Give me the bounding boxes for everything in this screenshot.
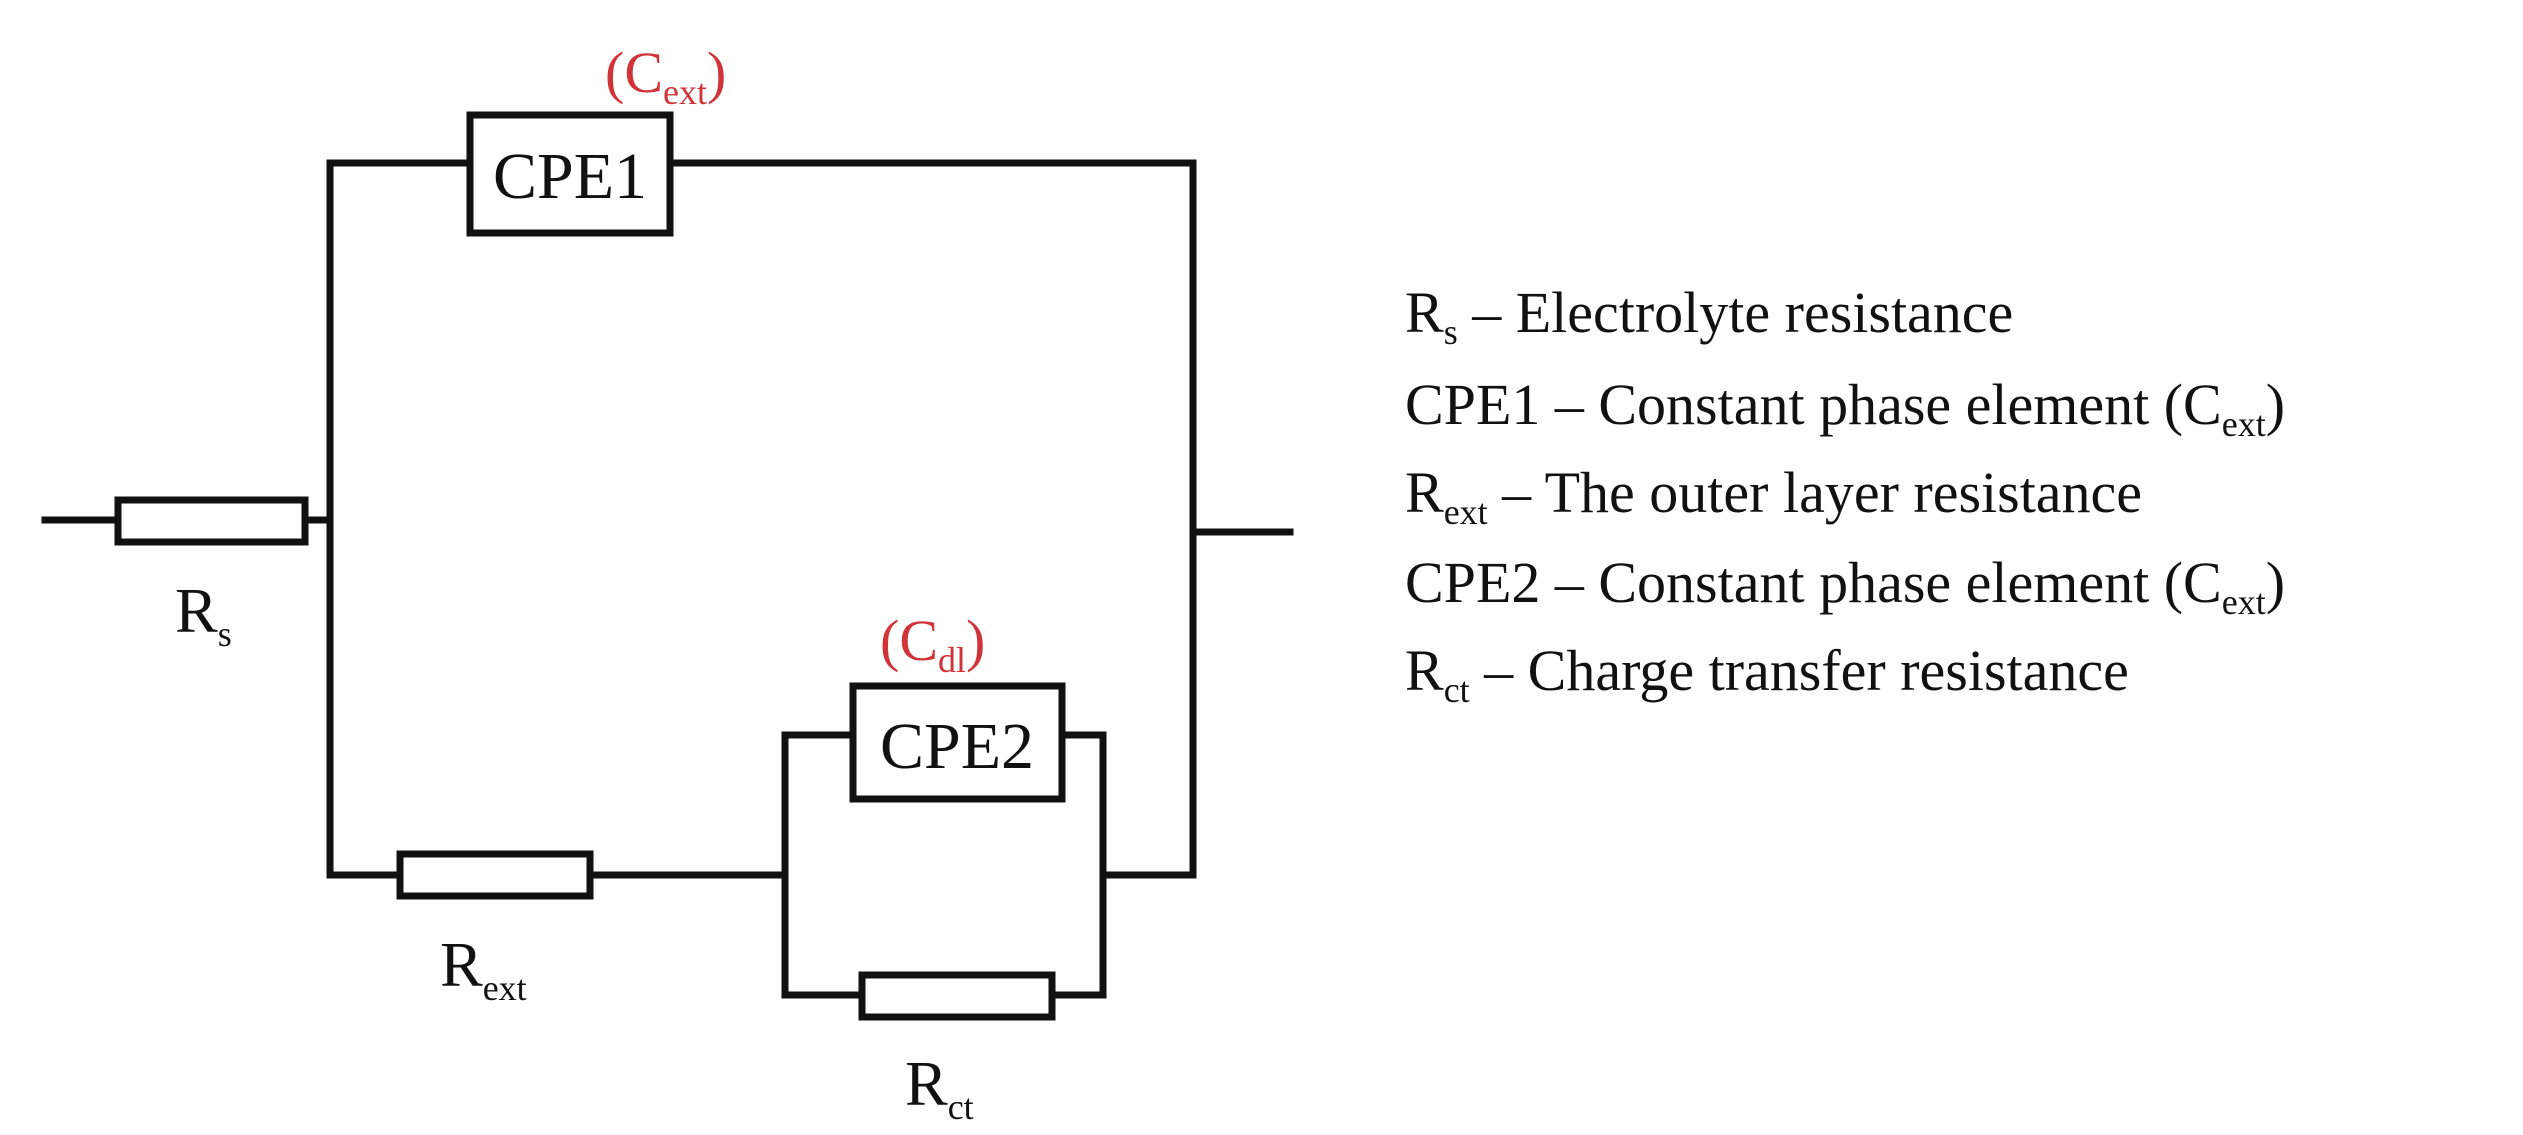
rs-label: Rs — [175, 575, 232, 654]
cpe2-box — [849, 682, 1066, 803]
legend-item: CPE1 – Constant phase element (Cext) — [1405, 372, 2285, 444]
legend-item: CPE2 – Constant phase element (Cext) — [1405, 550, 2285, 622]
cpe2-label: CPE2 — [880, 710, 1034, 783]
rct-label: Rct — [905, 1048, 974, 1127]
rs-resistor-symbol — [114, 496, 309, 546]
cpe1-box — [466, 111, 674, 237]
legend-item: Rs – Electrolyte resistance — [1405, 280, 2013, 352]
cpe1-capacitance-label: (Cext) — [605, 40, 726, 112]
cpe1-label: CPE1 — [493, 140, 647, 213]
rext-resistor-symbol — [396, 850, 594, 900]
circuit-wires — [41, 159, 1294, 999]
rct-resistor-symbol — [858, 971, 1056, 1021]
rext-label: Rext — [440, 929, 527, 1008]
legend-item: Rext – The outer layer resistance — [1405, 460, 2142, 532]
legend-item: Rct – Charge transfer resistance — [1405, 638, 2129, 710]
legend: Rs – Electrolyte resistance CPE1 – Const… — [1405, 280, 2285, 710]
cpe2-capacitance-label: (Cdl) — [880, 608, 985, 680]
